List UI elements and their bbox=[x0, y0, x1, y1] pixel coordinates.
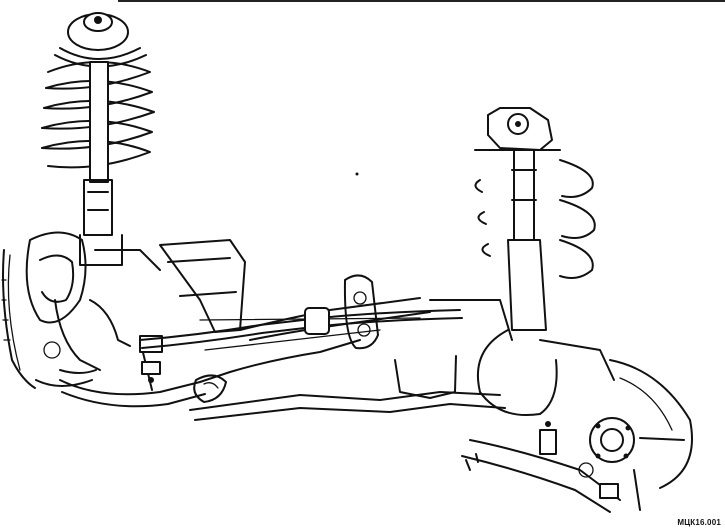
anti-roll-bar bbox=[139, 274, 463, 350]
figure-code-label: МЦК16.001 bbox=[677, 518, 721, 527]
right-lower-arm bbox=[461, 421, 621, 513]
left-lower-arm bbox=[59, 335, 231, 408]
left-strut-assembly bbox=[41, 12, 155, 266]
right-strut-assembly bbox=[474, 107, 596, 331]
left-hub-knuckle bbox=[1, 231, 161, 389]
right-hub-knuckle bbox=[476, 329, 693, 511]
subframe bbox=[159, 239, 513, 421]
top-border-line bbox=[118, 0, 725, 2]
stray-dot bbox=[355, 172, 359, 176]
